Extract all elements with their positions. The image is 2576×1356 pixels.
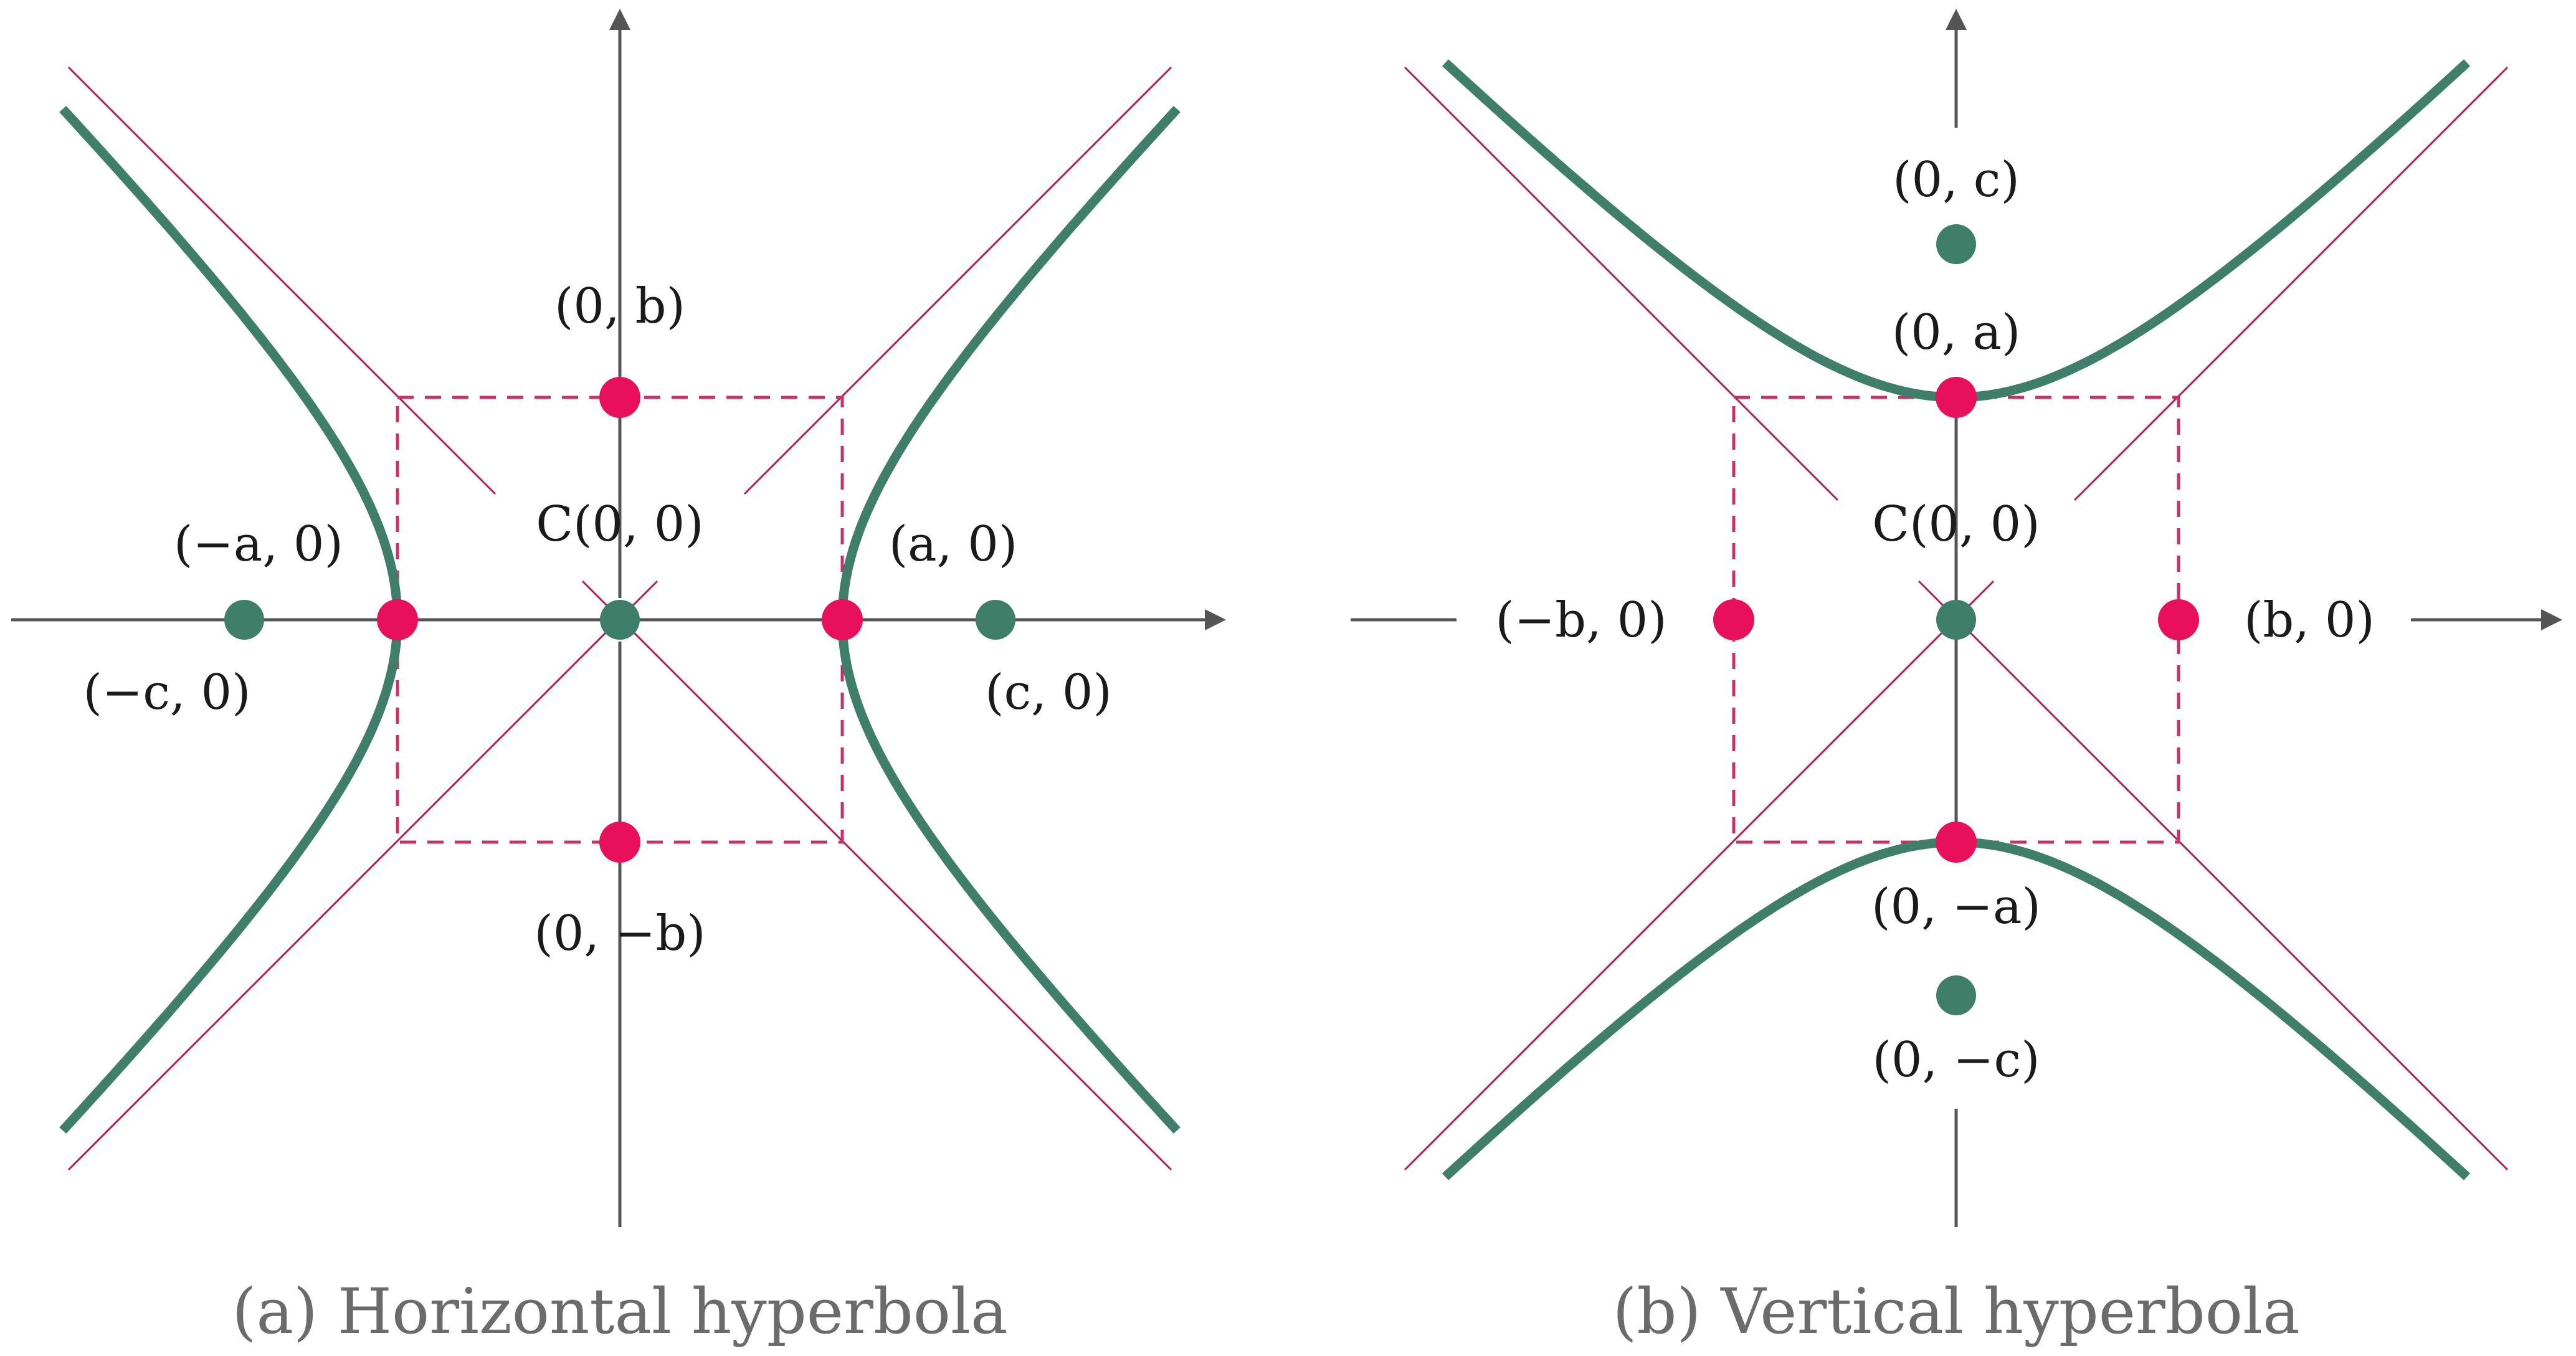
vertex-top-label: (0, a): [1892, 305, 2021, 361]
vertex-right-point: [822, 599, 863, 640]
caption-horizontal: (a) Horizontal hyperbola: [232, 1275, 1007, 1348]
center-point: [600, 600, 640, 640]
covertex-bottom-label: (0, −b): [534, 906, 705, 962]
panel-vertical-hyperbola: C(0, 0) (0, a) (0, −a) (0, c) (0, −c) (−…: [1351, 9, 2562, 1348]
center-label: C(0, 0): [1872, 496, 2040, 552]
covertex-right-point: [2158, 599, 2199, 640]
asymptote-ascending-upper: [2073, 66, 2509, 501]
focus-left-label: (−c, 0): [83, 665, 250, 721]
vertex-left-label: (−a, 0): [174, 516, 343, 572]
covertex-top-point: [599, 377, 640, 418]
asymptote-ascending-upper: [743, 66, 1172, 495]
covertex-left-point: [1713, 599, 1754, 640]
focus-bottom-point: [1936, 975, 1976, 1015]
y-axis-arrowhead: [609, 9, 630, 30]
asymptote-descending-upper: [1404, 66, 1839, 501]
asymptote-descending-lower: [581, 580, 1172, 1171]
center-point: [1936, 600, 1976, 640]
vertex-left-point: [377, 599, 418, 640]
covertex-top-label: (0, b): [554, 278, 685, 334]
caption-vertical: (b) Vertical hyperbola: [1612, 1275, 2299, 1348]
focus-bottom-label: (0, −c): [1872, 1032, 2040, 1088]
x-axis-arrowhead: [2541, 609, 2562, 630]
vertex-top-point: [1936, 377, 1977, 418]
focus-right-point: [976, 600, 1015, 640]
covertex-left-label: (−b, 0): [1495, 592, 1666, 648]
vertex-right-label: (a, 0): [889, 516, 1018, 572]
asymptote-ascending-lower: [67, 580, 658, 1171]
asymptote-descending-lower: [1918, 580, 2509, 1171]
panel-horizontal-hyperbola: C(0, 0) (−a, 0) (a, 0) (0, b) (0, −b) (−…: [11, 9, 1226, 1348]
asymptote-ascending-lower: [1404, 580, 1995, 1171]
covertex-right-label: (b, 0): [2244, 592, 2375, 648]
center-label: C(0, 0): [536, 496, 703, 552]
vertex-bottom-label: (0, −a): [1871, 879, 2041, 935]
vertex-bottom-point: [1936, 822, 1977, 863]
covertex-bottom-point: [599, 822, 640, 863]
focus-right-label: (c, 0): [985, 665, 1112, 721]
x-axis-arrowhead: [1205, 609, 1226, 630]
focus-left-point: [224, 600, 264, 640]
focus-top-label: (0, c): [1893, 152, 2020, 208]
asymptote-descending-upper: [67, 66, 497, 495]
focus-top-point: [1936, 224, 1976, 264]
y-axis-arrowhead: [1946, 9, 1967, 30]
